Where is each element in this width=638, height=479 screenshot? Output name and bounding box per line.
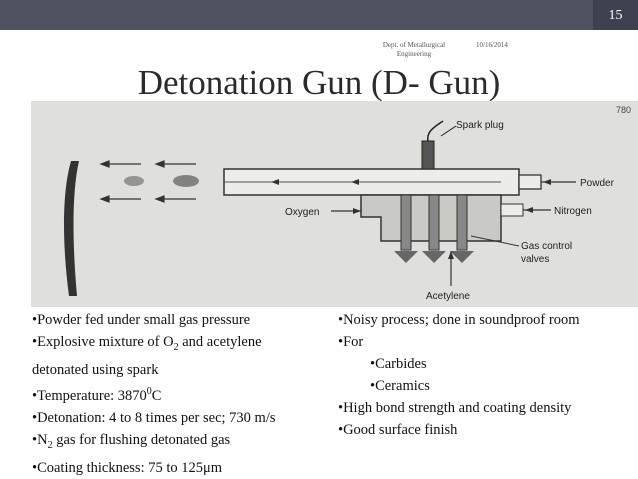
label-powder: Powder [580, 178, 615, 189]
bullet-for: •For [338, 334, 364, 350]
bullet-ceramics: •Ceramics [370, 378, 430, 394]
powder-inlet [518, 174, 542, 190]
n2-subscript: 2 [47, 439, 53, 451]
degree-superscript: 0 [146, 385, 152, 397]
valve-base-3 [450, 251, 474, 263]
bullet-explosive-cont: detonated using spark [32, 361, 159, 378]
o2-subscript: 2 [173, 341, 179, 353]
oxygen-arrow-head [353, 208, 361, 214]
valve-2 [428, 194, 440, 251]
gas-control-leader [470, 235, 520, 247]
bullet-temperature-post: C [151, 387, 162, 404]
label-valves: valves [521, 254, 549, 265]
particle-cloud-1 [124, 176, 144, 186]
valve-3 [456, 194, 468, 251]
arrow-head-4 [154, 195, 165, 203]
department-footer: Dept. of Metallurgical Engineering [382, 41, 446, 58]
spark-plug-wire [427, 120, 444, 142]
date-footer: 10/16/2014 [476, 41, 508, 49]
bullet-temperature: •Temperature: 38700C [32, 381, 342, 407]
top-bar [0, 0, 638, 30]
slide-title: Detonation Gun (D- Gun) [137, 63, 501, 102]
label-corner-mark: 780 [616, 105, 631, 115]
bullet-nitrogen-post: gas for flushing detonated gas [52, 431, 231, 448]
nitrogen-inlet [500, 203, 524, 217]
bullet-detonation: •Detonation: 4 to 8 times per sec; 730 m… [32, 409, 276, 426]
bullet-surface-finish: •Good surface finish [338, 422, 458, 438]
bullet-explosive-mixture: •Explosive mixture of O2 and acetylene [32, 331, 342, 359]
spark-plug-body [421, 140, 435, 170]
powder-arrow-head [543, 179, 551, 185]
barrel-arrow-1 [271, 179, 279, 185]
d-gun-diagram: Spark plug Powder Oxygen Nitrogen Gas co… [31, 101, 638, 307]
label-nitrogen: Nitrogen [554, 206, 592, 217]
label-oxygen: Oxygen [285, 207, 319, 218]
top-bar-right [593, 0, 638, 30]
arrow-head-1 [99, 160, 110, 168]
arrow-head-3 [154, 160, 165, 168]
arrow-head-2 [99, 195, 110, 203]
valve-base-1 [394, 251, 418, 263]
label-spark-plug: Spark plug [456, 120, 504, 131]
valve-base-2 [422, 251, 446, 263]
bullet-nitrogen: •N2 gas for flushing detonated gas [32, 429, 342, 457]
bullet-temperature-pre: •Temperature: 3870 [32, 387, 147, 404]
bullet-carbides: •Carbides [370, 356, 427, 372]
bullet-coating-thickness: •Coating thickness: 75 to 125μm [32, 459, 223, 476]
label-gas-control: Gas control [521, 241, 572, 252]
bullet-noisy-process: •Noisy process; done in soundproof room [338, 312, 580, 328]
valve-1 [400, 194, 412, 251]
barrel-arrow-2 [351, 179, 359, 185]
right-bullet-list: •Noisy process; done in soundproof room … [338, 309, 638, 441]
particle-cloud-2 [173, 175, 199, 187]
nitrogen-arrow-head [525, 207, 533, 213]
spark-plug-leader [440, 125, 457, 137]
bullet-explosive-post: and acetylene [178, 334, 262, 350]
d-gun-figure: Spark plug Powder Oxygen Nitrogen Gas co… [31, 101, 638, 307]
bullet-explosive-pre: •Explosive mixture of O [32, 334, 174, 350]
acetylene-arrow-head [448, 251, 454, 259]
top-bar-left [0, 0, 593, 30]
bullet-bond-strength: •High bond strength and coating density [338, 400, 572, 416]
workpiece-shape [64, 161, 79, 296]
slide-number: 15 [608, 8, 623, 23]
figure-background [31, 101, 638, 307]
bullet-nitrogen-pre: •N [32, 431, 48, 448]
left-bullet-list: •Powder fed under small gas pressure •Ex… [32, 309, 342, 479]
bullet-powder-fed: •Powder fed under small gas pressure [32, 312, 251, 328]
label-acetylene: Acetylene [426, 291, 470, 302]
